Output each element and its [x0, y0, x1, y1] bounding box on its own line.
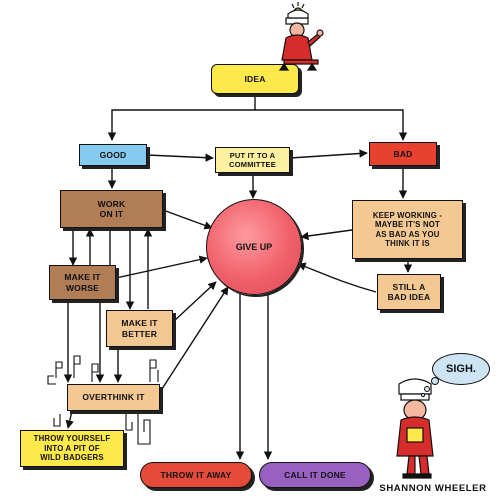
still-bad-node: STILL A BAD IDEA [377, 274, 441, 310]
make-better-node: MAKE IT BETTER [106, 310, 173, 347]
call-done-node: CALL IT DONE [259, 462, 371, 488]
thinking-chef-figure [278, 2, 324, 71]
signature: SHANNON WHEELER [379, 483, 487, 494]
work-on-it-node: WORK ON IT [60, 190, 163, 228]
badgers-node: THROW YOURSELF INTO A PIT OF WILD BADGER… [20, 430, 124, 467]
make-worse-node: MAKE IT WORSE [49, 265, 116, 300]
speech-bubble: SIGH. [432, 353, 490, 385]
throw-away-node: THROW IT AWAY [140, 462, 252, 488]
good-node: GOOD [79, 144, 147, 166]
bad-node: BAD [369, 142, 437, 166]
committee-node: PUT IT TO A COMMITTEE [215, 147, 290, 173]
thought-dots [420, 377, 439, 398]
give-up-node: GIVE UP [206, 199, 302, 295]
keep-working-node: KEEP WORKING - MAYBE IT'S NOT AS BAD AS … [352, 200, 463, 259]
sighing-chef-figure [396, 378, 434, 479]
overthink-node: OVERTHINK IT [67, 384, 160, 411]
